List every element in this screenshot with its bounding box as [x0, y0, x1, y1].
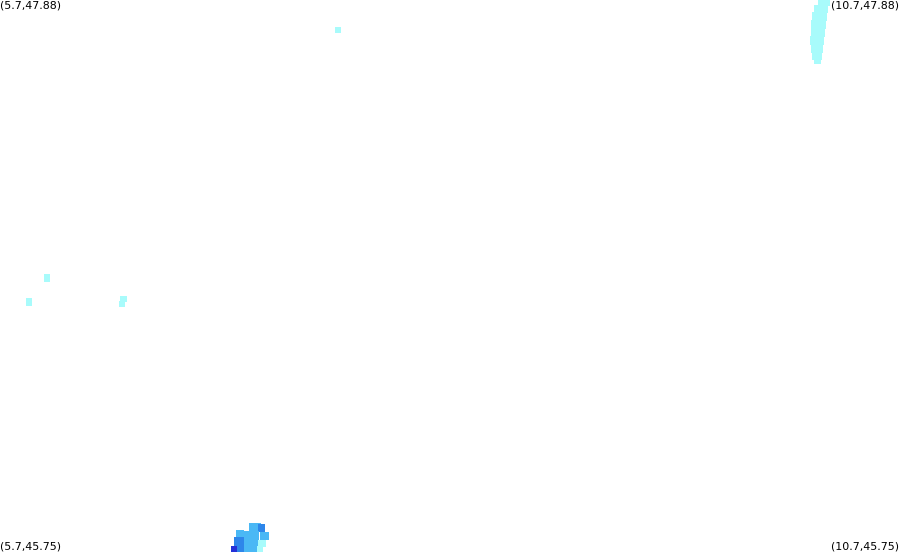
- precip-cell: [260, 532, 269, 540]
- corner-label-top-left: (5.7,47.88): [0, 0, 62, 12]
- corner-label-bottom-left: (5.7,45.75): [0, 540, 62, 552]
- corner-label-top-right: (10.7,47.88): [830, 0, 899, 12]
- precip-cell: [812, 52, 822, 60]
- precip-cell: [335, 27, 341, 33]
- corner-label-bottom-right: (10.7,45.75): [830, 540, 899, 552]
- precip-cell: [810, 36, 824, 45]
- precip-cluster-bottom: [231, 523, 269, 552]
- precip-cell: [244, 531, 252, 552]
- precip-cell: [119, 301, 125, 307]
- precip-cell: [257, 546, 263, 552]
- precip-cell: [251, 531, 259, 552]
- precip-cell: [258, 540, 266, 547]
- precip-cell: [236, 530, 244, 538]
- precip-cell: [231, 546, 237, 552]
- precip-cluster-top-right: [810, 0, 830, 64]
- precip-cell: [258, 524, 265, 532]
- precip-cell: [811, 28, 825, 37]
- precip-cell: [249, 523, 261, 532]
- precip-cell: [814, 5, 828, 13]
- precip-cell: [811, 20, 826, 29]
- precip-cell: [811, 44, 823, 53]
- precip-cell: [26, 298, 32, 306]
- precip-cell: [120, 296, 127, 302]
- precip-cell: [812, 12, 827, 21]
- precip-cell: [234, 537, 244, 546]
- precip-cell: [818, 0, 830, 6]
- precip-cell: [236, 545, 244, 552]
- precip-cell: [814, 59, 821, 64]
- precip-cell: [44, 274, 50, 282]
